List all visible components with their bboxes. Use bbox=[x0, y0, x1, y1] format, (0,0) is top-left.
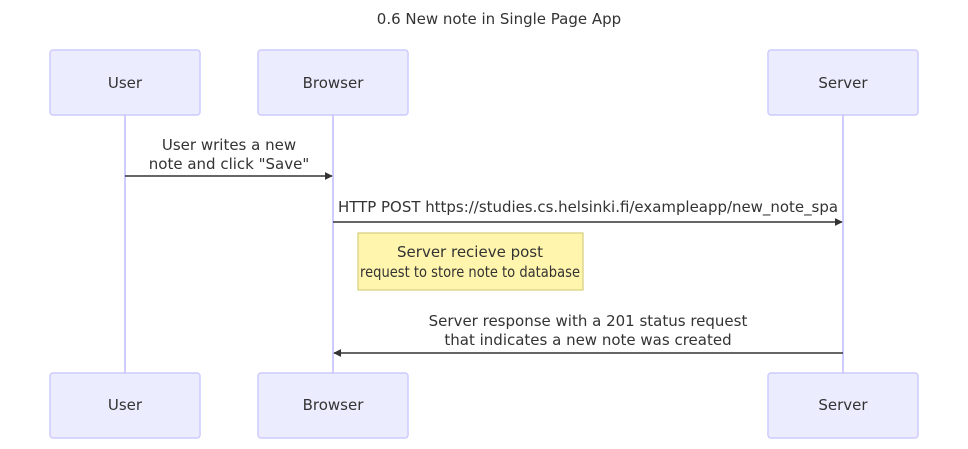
actor-bottom-browser: Browser bbox=[257, 372, 409, 439]
message-server-to-browser: Server response with a 201 status reques… bbox=[333, 312, 843, 357]
diagram-title: 0.6 New note in Single Page App bbox=[377, 10, 621, 28]
note-text-line: Server recieve post bbox=[397, 243, 543, 261]
message-text-line: that indicates a new note was created bbox=[444, 331, 731, 349]
actor-label: User bbox=[108, 396, 143, 414]
note-text-line: request to store note to database bbox=[360, 263, 580, 281]
message-text-line: note and click "Save" bbox=[149, 155, 309, 173]
message-browser-to-server: HTTP POST https://studies.cs.helsinki.fi… bbox=[333, 198, 843, 226]
note-box bbox=[357, 232, 584, 291]
actor-label: User bbox=[108, 74, 143, 92]
actor-label: Server bbox=[818, 396, 868, 414]
actor-bottom-server: Server bbox=[767, 372, 919, 439]
note-over-browser: Server recieve post Server recieve post … bbox=[357, 232, 584, 291]
message-user-to-browser: User writes a new note and click "Save" bbox=[125, 136, 333, 180]
actor-label: Server bbox=[818, 74, 868, 92]
actor-box bbox=[257, 372, 409, 439]
actor-label: Browser bbox=[303, 396, 365, 414]
message-text-line: User writes a new bbox=[162, 136, 296, 154]
actor-bottom-user: User bbox=[49, 372, 201, 439]
actor-box bbox=[257, 49, 409, 116]
actor-box bbox=[767, 372, 919, 439]
actor-box bbox=[767, 49, 919, 116]
actor-box bbox=[49, 372, 201, 439]
actor-box bbox=[49, 49, 201, 116]
message-text-line: HTTP POST https://studies.cs.helsinki.fi… bbox=[338, 198, 838, 217]
actor-top-user: User bbox=[49, 49, 201, 116]
actor-top-browser: Browser bbox=[257, 49, 409, 116]
actor-label: Browser bbox=[303, 74, 365, 92]
message-text-line: Server response with a 201 status reques… bbox=[429, 312, 748, 330]
actor-top-server: Server bbox=[767, 49, 919, 116]
